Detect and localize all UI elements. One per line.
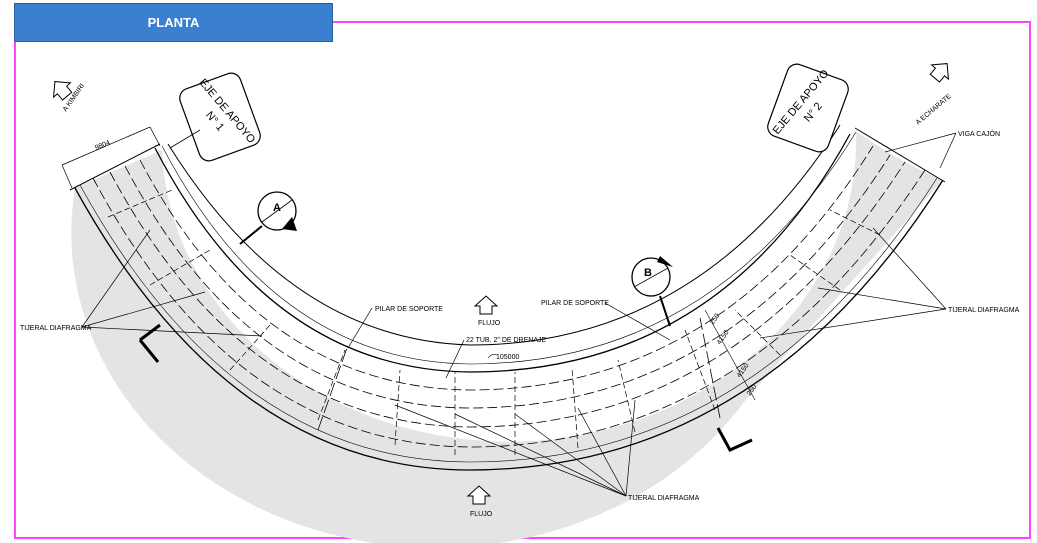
width-dimension-label: 9804 xyxy=(94,139,111,151)
walkway-inner-line xyxy=(167,124,841,346)
box-girder-label: VIGA CAJÓN xyxy=(958,129,1000,138)
girder-line-4 xyxy=(139,145,874,391)
girder-line-1 xyxy=(92,169,926,448)
flow-arrow-top-icon xyxy=(473,295,499,315)
pillar-label-left: PILAR DE SOPORTE xyxy=(375,306,443,313)
section-a-label: A xyxy=(273,202,281,214)
axis-1-leader xyxy=(169,129,201,149)
drainage-label: 22 TUB. 2" DE DRENAJE xyxy=(466,337,546,344)
deck-inner-edge xyxy=(154,133,851,373)
truss-label-right: TIJERAL DIAFRAGMA xyxy=(948,307,1020,314)
flow-arrow-bottom-icon xyxy=(466,485,492,505)
deck-outer-edge-2 xyxy=(79,177,938,463)
support-pillars xyxy=(317,317,721,431)
deck-fill xyxy=(71,131,943,543)
flow-label-top: FLUJO xyxy=(478,320,501,327)
right-dimension-line xyxy=(704,309,756,401)
box-girder-leaders xyxy=(884,132,957,169)
kimbiri-arrow-icon xyxy=(52,81,73,101)
cut-arrow-right-icon xyxy=(716,427,753,452)
echarate-arrow-icon xyxy=(929,63,950,83)
radius-label: 105000 xyxy=(496,354,519,361)
section-b-marker xyxy=(631,256,673,327)
flow-label-bottom: FLUJO xyxy=(470,511,493,518)
girder-line-3 xyxy=(124,154,891,409)
deck-end-right xyxy=(854,127,946,183)
girder-line-2 xyxy=(109,161,906,428)
truss-leaders-left xyxy=(81,229,263,337)
dim-a-label: 4150 xyxy=(716,329,731,346)
echarate-label: A ECHARATE xyxy=(915,93,953,127)
pillar-leader-left xyxy=(347,307,373,349)
pillar-leader-right xyxy=(604,302,671,341)
radius-arc-icon xyxy=(487,354,498,359)
deck-end-left xyxy=(69,143,161,191)
width-dimension xyxy=(61,126,161,189)
support-axis-2-tag: EJE DE APOYO N° 2 xyxy=(767,63,849,153)
section-b-label: B xyxy=(644,267,652,279)
deck-outer-edge xyxy=(74,179,944,471)
truss-leaders-right xyxy=(759,227,947,339)
support-axis-1-tag: EJE DE APOYO N° 1 xyxy=(179,72,261,162)
diaphragm-radials xyxy=(107,189,881,455)
deck-inner-edge-2 xyxy=(161,131,857,365)
truss-label-left: TIJERAL DIAFRAGMA xyxy=(20,325,92,332)
cut-arrow-left-icon xyxy=(138,323,161,363)
truss-label-bottom: TIJERAL DIAFRAGMA xyxy=(628,495,700,502)
drainage-leader xyxy=(445,339,465,379)
title-tab: PLANTA xyxy=(14,3,333,42)
truss-leaders-bottom xyxy=(394,399,636,497)
section-a-marker xyxy=(239,191,297,245)
pillar-label-right: PILAR DE SOPORTE xyxy=(541,300,609,307)
